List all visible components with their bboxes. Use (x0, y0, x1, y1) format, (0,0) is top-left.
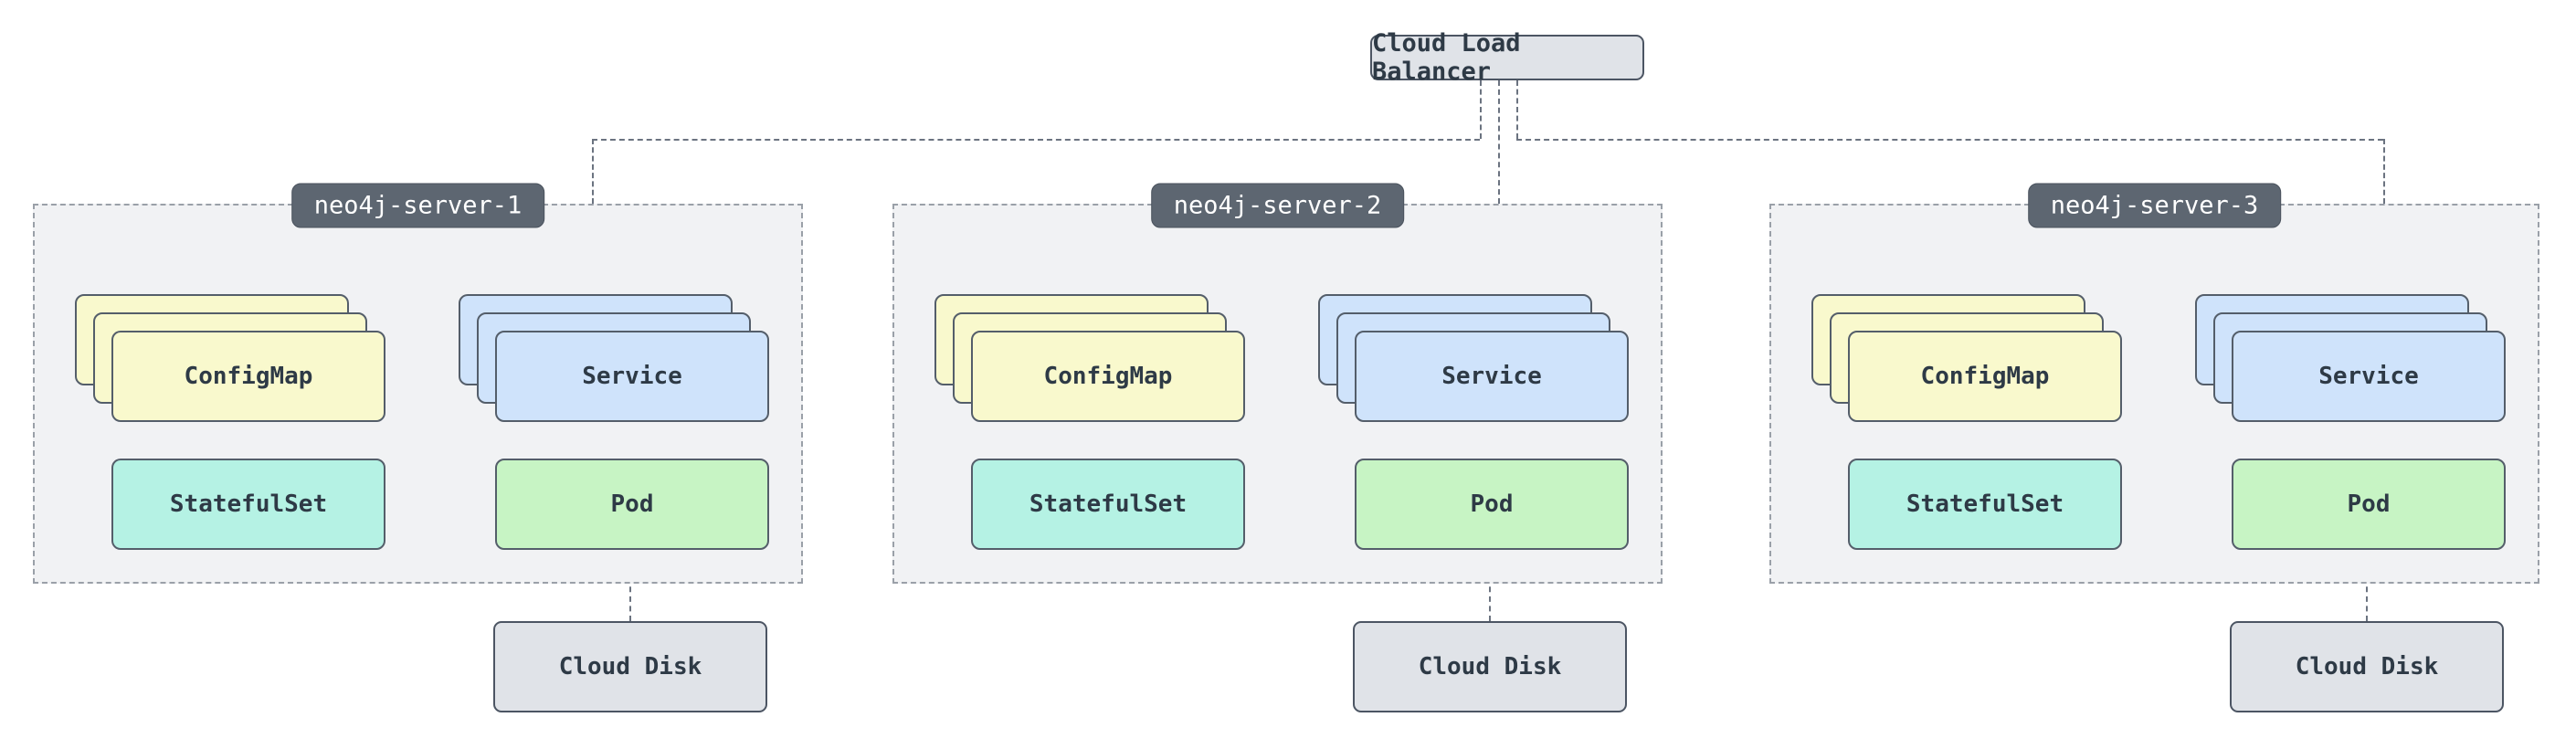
connector-lb-to-server3-run (1516, 139, 2383, 141)
cloud-disk-node-1: Cloud Disk (493, 621, 767, 712)
configmap-label: ConfigMap (1043, 363, 1173, 390)
connector-lb-to-server2-drop (1498, 80, 1500, 204)
server-group-neo4j-server-1: neo4j-server-1 ConfigMap Service Statefu… (33, 183, 803, 584)
service-card-front: Service (1355, 331, 1629, 422)
pod-label: Pod (2347, 491, 2391, 518)
server-3-name-badge: neo4j-server-3 (2027, 183, 2282, 228)
connector-lb-to-server3-drop (2383, 139, 2385, 204)
cloud-load-balancer-node: Cloud Load Balancer (1370, 29, 1644, 86)
service-card-front: Service (495, 331, 769, 422)
pod-node-1: Pod (495, 459, 769, 550)
cloud-disk-label: Cloud Disk (2295, 653, 2439, 680)
configmap-card-front: ConfigMap (971, 331, 1245, 422)
server-2-name-badge: neo4j-server-2 (1150, 183, 1405, 228)
pod-label: Pod (610, 491, 654, 518)
service-label: Service (1441, 363, 1542, 390)
cloud-disk-node-2: Cloud Disk (1353, 621, 1627, 712)
statefulset-node-1: StatefulSet (111, 459, 385, 550)
configmap-card-front: ConfigMap (1848, 331, 2122, 422)
pod-node-3: Pod (2232, 459, 2506, 550)
server-group-neo4j-server-2: neo4j-server-2 ConfigMap Service Statefu… (892, 183, 1663, 584)
cloud-disk-node-3: Cloud Disk (2230, 621, 2504, 712)
configmap-stack-2: ConfigMap (934, 294, 1245, 422)
pod-label: Pod (1470, 491, 1514, 518)
cloud-disk-label: Cloud Disk (558, 653, 702, 680)
configmap-label: ConfigMap (184, 363, 313, 390)
service-stack-3: Service (2195, 294, 2506, 422)
configmap-label: ConfigMap (1920, 363, 2050, 390)
statefulset-label: StatefulSet (1029, 491, 1188, 518)
connector-pod2-to-disk2 (1489, 548, 1491, 621)
configmap-stack-3: ConfigMap (1811, 294, 2122, 422)
statefulset-node-2: StatefulSet (971, 459, 1245, 550)
service-label: Service (2318, 363, 2419, 390)
pod-node-2: Pod (1355, 459, 1629, 550)
statefulset-node-3: StatefulSet (1848, 459, 2122, 550)
connector-pod3-to-disk3 (2366, 548, 2368, 621)
configmap-card-front: ConfigMap (111, 331, 385, 422)
service-stack-2: Service (1318, 294, 1629, 422)
connector-lb-to-server1-run (592, 139, 1480, 141)
service-label: Service (582, 363, 682, 390)
statefulset-label: StatefulSet (169, 491, 328, 518)
service-card-front: Service (2232, 331, 2506, 422)
service-stack-1: Service (459, 294, 769, 422)
cloud-load-balancer-label: Cloud Load Balancer (1372, 29, 1521, 86)
server-group-neo4j-server-3: neo4j-server-3 ConfigMap Service Statefu… (1769, 183, 2539, 584)
statefulset-label: StatefulSet (1906, 491, 2064, 518)
cloud-disk-label: Cloud Disk (1418, 653, 1562, 680)
connector-pod1-to-disk1 (629, 548, 631, 621)
connector-lb-to-server1-drop (592, 139, 594, 204)
server-1-name-badge: neo4j-server-1 (290, 183, 545, 228)
connector-lb-to-server1-stub (1480, 80, 1482, 139)
connector-lb-to-server3-stub (1516, 80, 1518, 139)
configmap-stack-1: ConfigMap (75, 294, 385, 422)
